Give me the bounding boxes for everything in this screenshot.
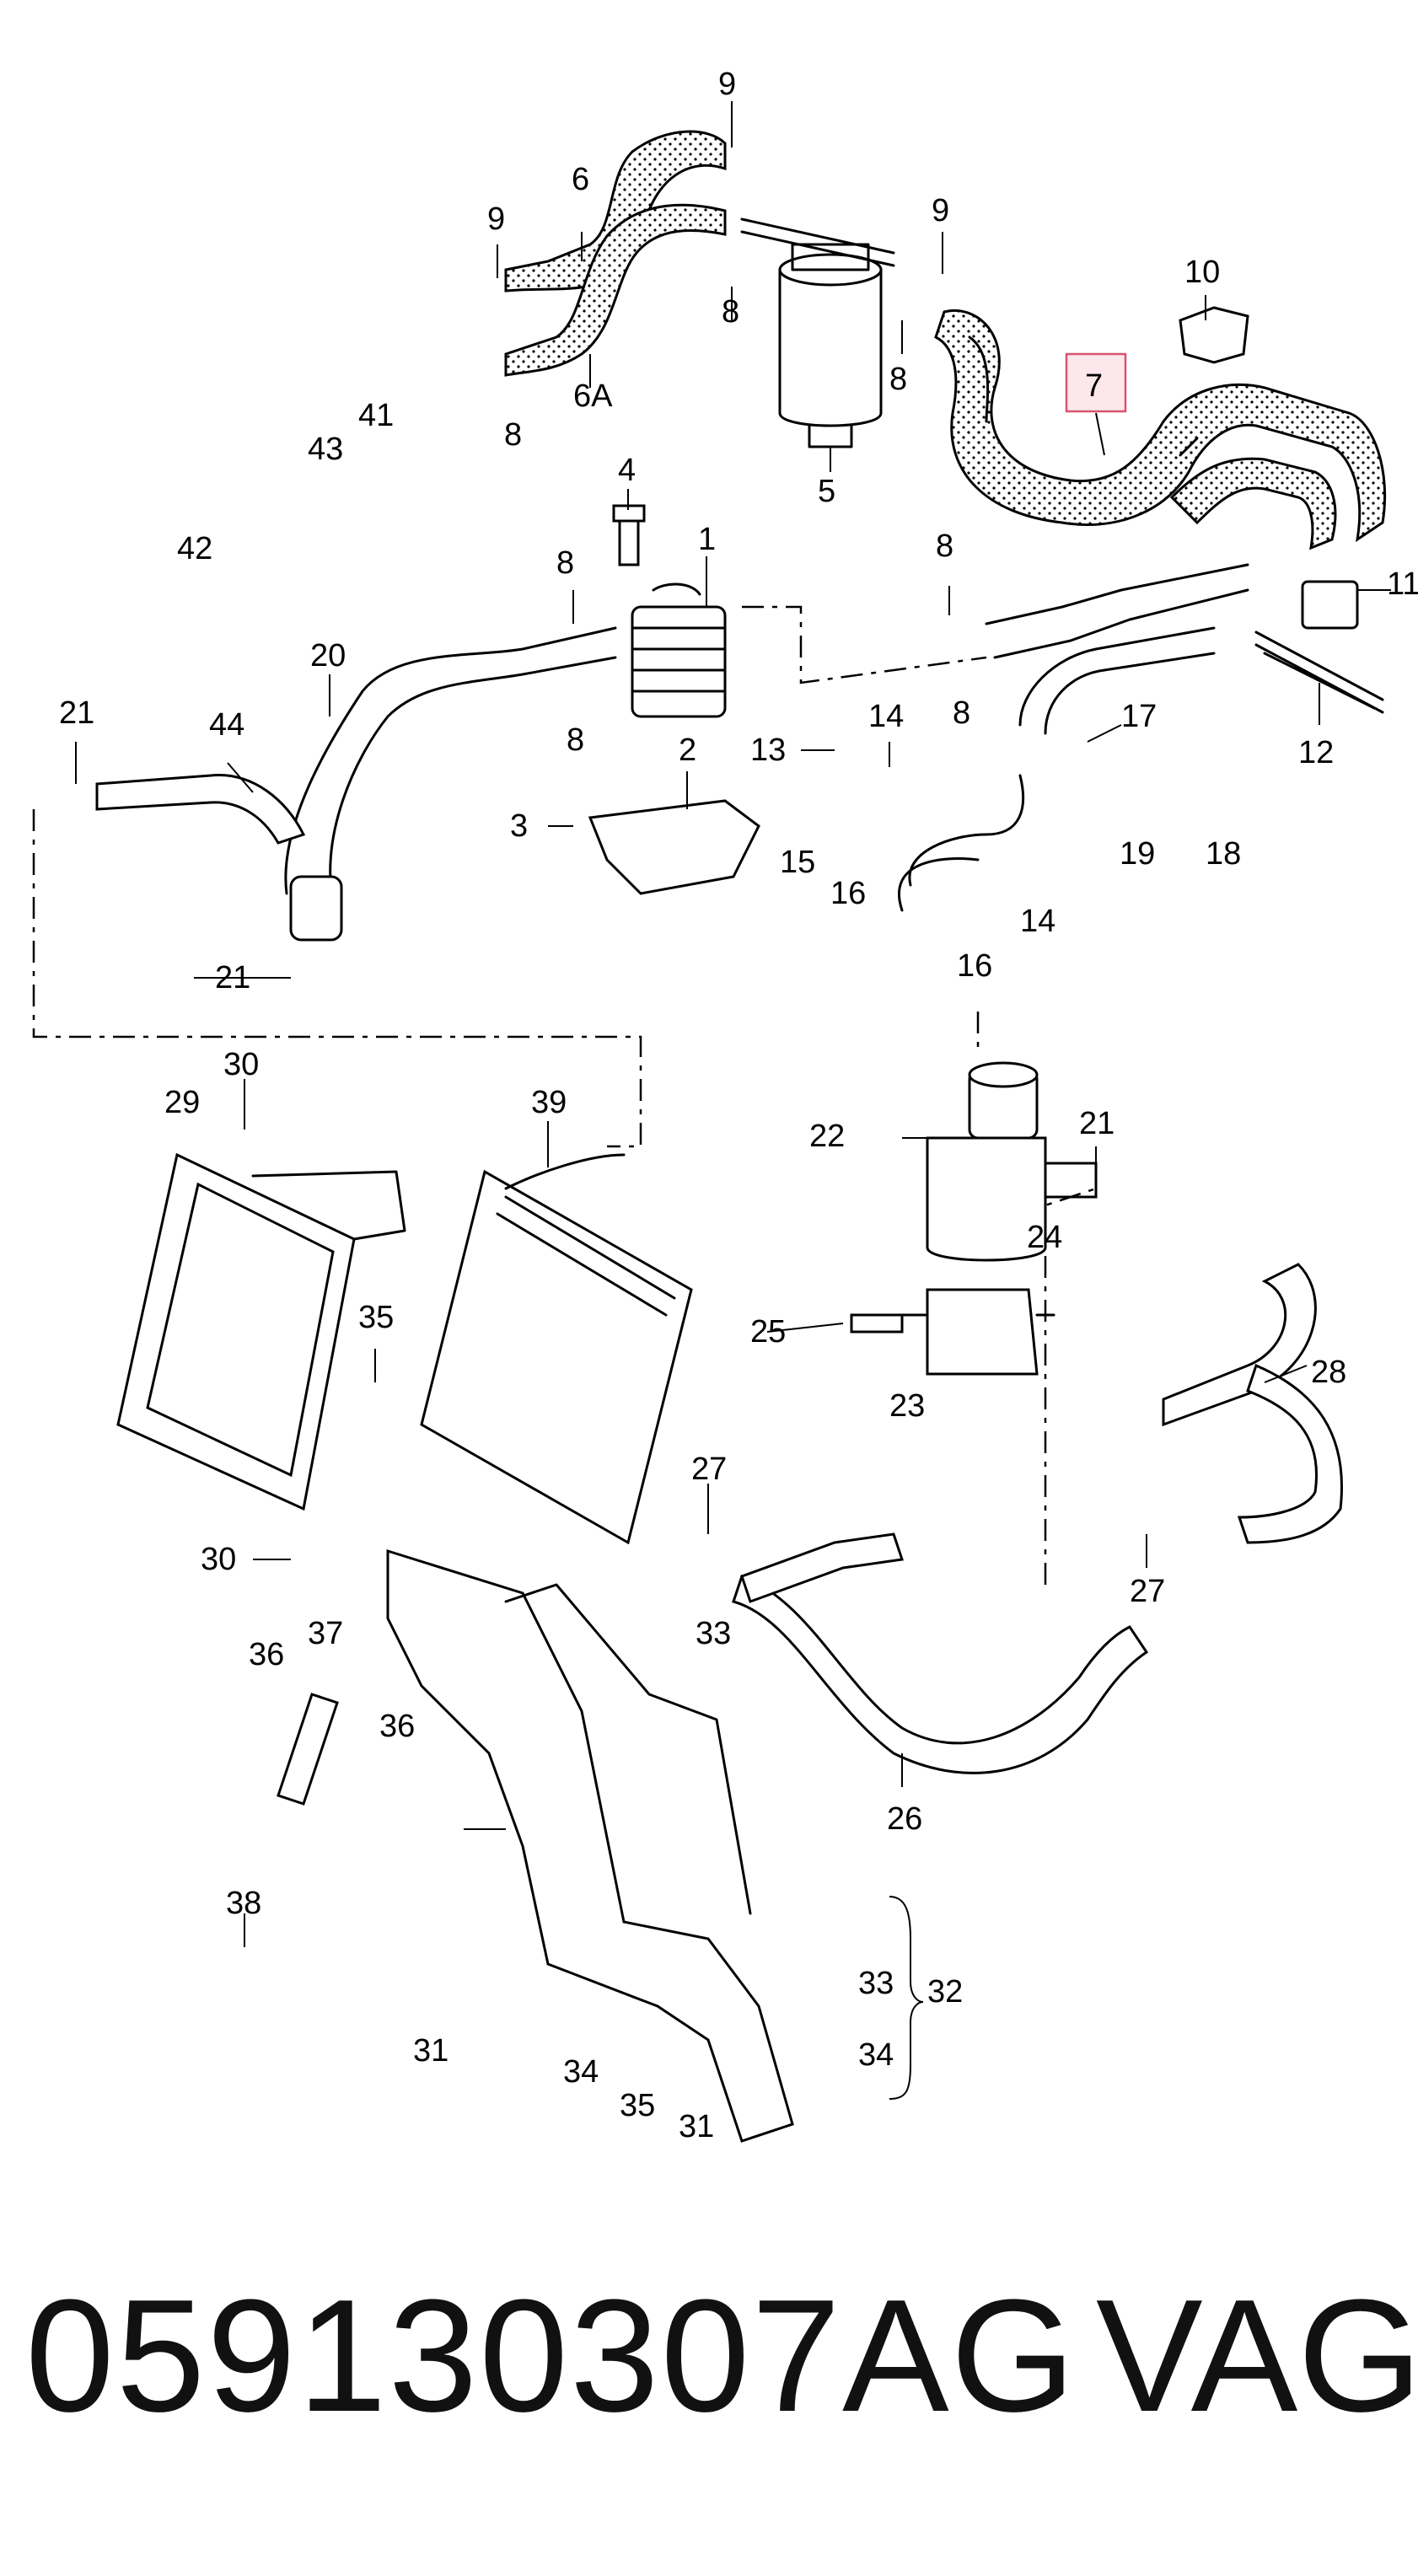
bolt-4 [612,504,646,566]
callout-9: 9 [718,67,736,102]
callout-34: 34 [563,2054,599,2090]
callout-8: 8 [936,529,953,564]
callout-9: 9 [932,193,949,228]
callout-30: 30 [201,1542,236,1577]
part-7-highlight [1065,352,1127,413]
callout-21: 21 [1079,1106,1115,1141]
bracket-37 [277,1693,339,1806]
callout-35: 35 [620,2088,655,2123]
callout-31: 31 [679,2109,714,2144]
connection-line-right [1044,1187,1097,1585]
callout-6a: 6A [573,378,613,414]
hose-6a [504,203,727,377]
strap-12 [1254,631,1384,714]
callout-27: 27 [1130,1574,1165,1609]
callout-38: 38 [226,1886,261,1921]
clamp-23 [900,1288,1055,1376]
bracket-2 [588,799,760,895]
callout-32: 32 [927,1974,963,2010]
callout-36: 36 [379,1709,415,1744]
water-pump [926,1061,1098,1262]
callout-6: 6 [572,162,589,197]
callout-25: 25 [750,1314,786,1350]
callout-23: 23 [889,1388,925,1424]
sensor-11 [1301,580,1359,630]
cooling-system-exploded-diagram: 9 6 9 9 8 8 6A 5 8 10 7 41 43 42 4 1 8 8… [32,67,1418,2144]
callout-4: 4 [618,453,636,488]
callout-21: 21 [215,960,250,996]
callout-8: 8 [556,545,574,581]
callout-8: 8 [722,294,739,330]
callout-26: 26 [887,1801,922,1837]
connection-line-left [32,809,642,1148]
coolant-pipes [898,563,1249,912]
callout-31: 31 [413,2033,448,2069]
hose-28 [1162,1263,1343,1544]
fuel-filter [740,217,895,448]
oil-cooler [631,582,727,718]
callout-7: 7 [1085,368,1103,404]
callout-33: 33 [858,1966,894,2001]
connection-line-top [742,605,987,684]
callout-2: 2 [679,733,696,768]
callout-37: 37 [308,1616,343,1651]
callout-10: 10 [1184,255,1220,290]
callout-11: 11 [1387,566,1418,602]
callout-14: 14 [1020,904,1055,939]
callout-15: 15 [780,845,815,880]
callout-18: 18 [1206,836,1241,872]
callout-27: 27 [691,1452,727,1487]
callout-19: 19 [1120,836,1155,872]
callout-8: 8 [889,362,907,397]
callout-8: 8 [504,417,522,453]
callout-5: 5 [818,474,835,509]
callout-8: 8 [567,722,584,758]
hose-44 [95,774,306,845]
callout-44: 44 [209,707,244,743]
hose-7 [934,309,1387,543]
callout-17: 17 [1121,699,1157,734]
callout-34: 34 [858,2037,894,2073]
callout-13: 13 [750,733,786,768]
callout-1: 1 [698,522,716,557]
callout-20: 20 [310,638,346,674]
bracket-32 [386,1548,794,2143]
radiator-frame-29 [116,1152,406,1511]
bolt-25 [850,1313,904,1334]
hose-7-lower [1169,457,1337,550]
callout-22: 22 [809,1119,845,1154]
clip-10 [1179,306,1249,364]
callout-8: 8 [953,695,970,731]
callout-labels: 9 6 9 9 8 8 6A 5 8 10 7 41 43 42 4 1 8 8… [59,67,1418,2144]
callout-33: 33 [696,1616,731,1651]
callout-3: 3 [510,808,528,844]
callout-29: 29 [164,1085,200,1120]
callout-30: 30 [223,1047,259,1082]
callout-36: 36 [249,1637,284,1672]
brace-32 [889,1896,924,2100]
leader-lines [75,101,1391,1947]
callout-16: 16 [830,876,866,911]
hose-26 [732,1532,1149,1774]
callout-28: 28 [1311,1355,1346,1390]
hose-20 [284,626,617,942]
part-number: 059130307AG [25,2267,1077,2445]
callout-35: 35 [358,1300,394,1335]
callout-21: 21 [59,695,94,731]
callout-16: 16 [957,948,992,984]
callout-43: 43 [308,432,343,467]
callout-9: 9 [487,201,505,237]
brand-name: VAG [1096,2267,1418,2445]
radiator-39 [420,1153,693,1545]
callout-42: 42 [177,531,212,566]
callout-41: 41 [358,398,394,433]
callout-24: 24 [1027,1220,1062,1255]
callout-39: 39 [531,1085,567,1120]
callout-12: 12 [1298,735,1334,770]
callout-14: 14 [868,699,904,734]
